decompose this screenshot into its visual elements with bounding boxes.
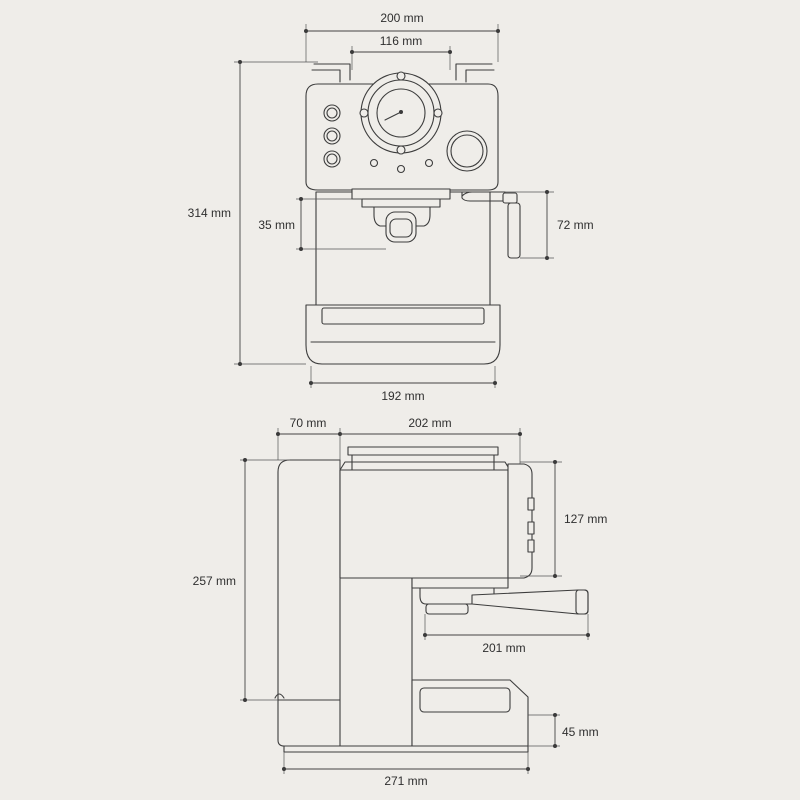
side-portafilter-length-label: 201 mm xyxy=(482,641,525,655)
front-view-machine xyxy=(305,63,521,365)
side-control-panel-label: 127 mm xyxy=(564,512,607,526)
front-steam-wand-label: 72 mm xyxy=(557,218,594,232)
side-dimensions xyxy=(240,428,590,774)
side-total-depth-label: 271 mm xyxy=(384,774,427,788)
front-dial-width-label: 116 mm xyxy=(380,34,422,48)
front-group-head-label: 35 mm xyxy=(258,218,295,232)
side-body-depth-label: 202 mm xyxy=(408,416,451,430)
front-base-width-label: 192 mm xyxy=(381,389,424,403)
side-view-machine xyxy=(274,446,589,753)
front-width-top-label: 200 mm xyxy=(380,11,423,25)
side-tank-depth-label: 70 mm xyxy=(290,416,327,430)
side-drip-tray-label: 45 mm xyxy=(562,725,599,739)
front-dimensions xyxy=(234,24,554,388)
side-height-label: 257 mm xyxy=(193,574,236,588)
front-height-label: 314 mm xyxy=(188,206,231,220)
